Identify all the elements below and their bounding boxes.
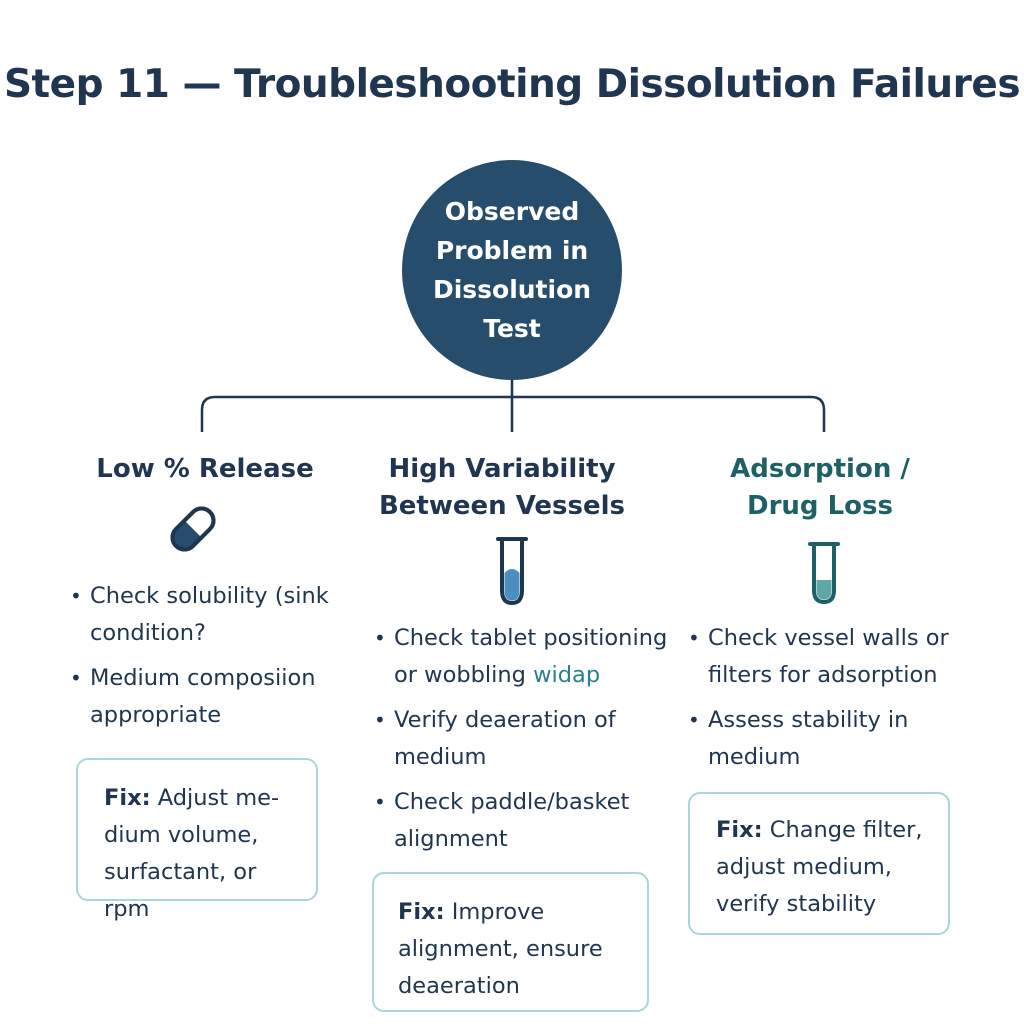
fix-box-high-variability: Fix: Improve alignment, ensure deaeratio…	[372, 872, 649, 1012]
root-label: Observed Problem in Dissolution Test	[432, 197, 592, 343]
capsule-icon	[170, 506, 216, 552]
list-item: Verify deaeration of medium	[374, 702, 674, 776]
fix-label: Fix:	[398, 899, 445, 925]
fix-text: Improve alignment, ensure deaeration	[398, 899, 603, 999]
branch-adsorption-bullets: Check vessel walls or filters for adsorp…	[688, 620, 988, 784]
fix-label: Fix:	[716, 817, 763, 843]
bullet-highlight: widap	[533, 662, 601, 688]
branch-high-variability-bullets: Check tablet positioning or wobbling wid…	[374, 620, 674, 866]
list-item: Assess stability in medium	[688, 702, 988, 776]
branch-heading-adsorption: Adsorption / Drug Loss	[730, 454, 910, 521]
root-node: Observed Problem in Dissolution Test	[402, 160, 622, 380]
test-tube-icon	[496, 537, 528, 606]
fix-box-low-release: Fix: Adjust me-dium volume, surfactant, …	[76, 758, 318, 922]
list-item: Check tablet positioning or wobbling wid…	[374, 620, 674, 694]
page-title: Step 11 — Troubleshooting Dissolution Fa…	[3, 62, 1021, 107]
fix-text: Change filter, adjust medium, verify sta…	[716, 817, 923, 917]
list-item: Medium composiion appropriate	[70, 660, 345, 734]
branch-heading-high-variability: High Variability Between Vessels	[378, 454, 626, 521]
bullet-text: Check tablet positioning or wobbling	[394, 625, 668, 688]
list-item: Check solubility (sink condition?	[70, 578, 345, 652]
branch-low-release-bullets: Check solubility (sink condition? Medium…	[70, 578, 345, 742]
branch-bar	[200, 395, 826, 432]
fix-box-adsorption: Fix: Change filter, adjust medium, verif…	[688, 792, 950, 935]
fix-label: Fix:	[104, 785, 151, 811]
branch-heading-low-release: Low % Release	[96, 454, 314, 484]
list-item: Check vessel walls or filters for adsorp…	[688, 620, 988, 694]
fix-text: Adjust me-dium volume, surfactant, or rp…	[104, 785, 280, 922]
list-item: Check paddle/basket alignment	[374, 784, 674, 858]
test-tube-icon	[808, 542, 840, 605]
